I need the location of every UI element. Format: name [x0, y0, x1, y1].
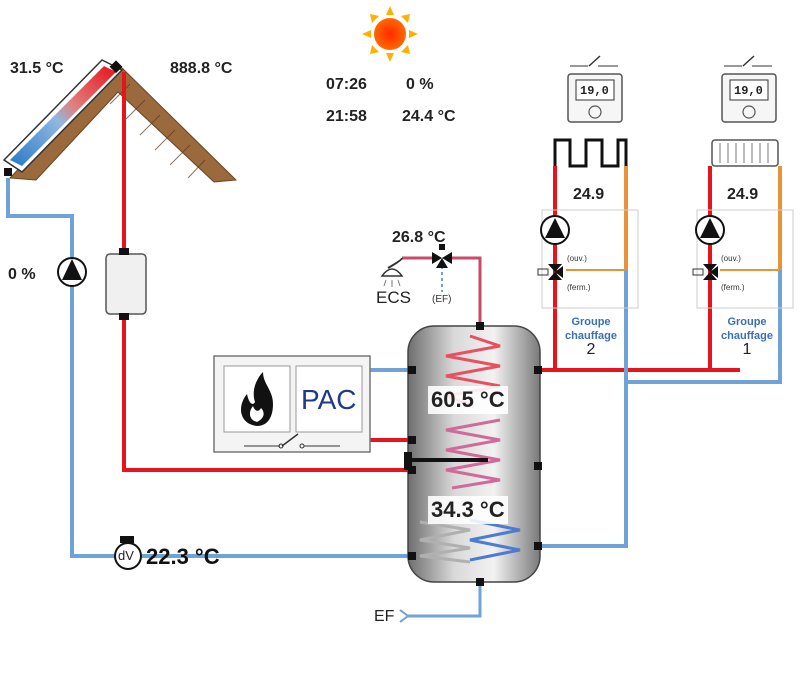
flow-meter-icon — [114, 536, 142, 570]
ecs-label: ECS — [376, 288, 411, 307]
dhw-temp: 26.8 °C — [392, 229, 446, 246]
cloud-cover: 0 % — [406, 76, 434, 93]
group-1-title: Groupe chauffage 1 — [721, 316, 773, 358]
group-2-valve-icon — [537, 264, 563, 280]
pac-label: PAC — [301, 384, 357, 415]
group-2-thermostat-display: 19,0 — [580, 84, 609, 98]
sunset-time: 21:58 — [326, 108, 367, 125]
shower-icon — [380, 257, 404, 287]
radiator-icon — [711, 139, 779, 167]
tank-bottom-temp: 34.3 °C — [428, 496, 508, 524]
heater-unit — [213, 355, 412, 453]
group-1-thermostat-display: 19,0 — [734, 84, 763, 98]
solar-collector — [2, 59, 124, 176]
group-1-valve-icon — [692, 264, 718, 280]
group-1-thermostat-icon — [721, 55, 777, 123]
group-2-temp: 24.9 — [573, 186, 605, 203]
tank-top-temp: 60.5 °C — [428, 386, 508, 414]
collector-in-temp: 31.5 °C — [10, 60, 64, 77]
return-temp: 22.3 °C — [146, 544, 220, 569]
group-2-valve-closed-label: (ferm.) — [567, 283, 591, 292]
ef-inlet-arrow-icon — [399, 609, 410, 623]
ef-small-label: (EF) — [432, 294, 452, 305]
ef-inlet-label: EF — [374, 608, 395, 625]
mixing-valve-icon — [432, 244, 452, 268]
solar-pump-icon — [57, 257, 87, 287]
group-1-valve-closed-label: (ferm.) — [721, 283, 745, 292]
group-1-temp: 24.9 — [727, 186, 759, 203]
expansion-vessel — [105, 248, 147, 320]
collector-out-temp: 888.8 °C — [170, 60, 233, 77]
sunrise-time: 07:26 — [326, 76, 367, 93]
storage-tank — [404, 322, 542, 586]
group-1-valve-open-label: (ouv.) — [721, 254, 741, 263]
underfloor-heating-icon — [553, 138, 628, 168]
flame-icon — [241, 372, 273, 426]
solar-loop-pipes — [6, 72, 412, 558]
sun-icon — [362, 6, 418, 62]
group-2-valve-open-label: (ouv.) — [567, 254, 587, 263]
group-1-pump-icon — [695, 215, 725, 245]
group-2-pump-icon — [540, 215, 570, 245]
group-2-title: Groupe chauffage 2 — [565, 316, 617, 358]
outdoor-temp: 24.4 °C — [402, 108, 456, 125]
dhw-pipes — [402, 256, 482, 618]
group-2-thermostat-icon — [567, 55, 623, 123]
flow-meter-label: dV — [118, 548, 134, 563]
heating-group-1-box — [696, 209, 794, 309]
heating-group-2-box — [541, 209, 639, 309]
solar-pump-speed: 0 % — [8, 266, 36, 283]
